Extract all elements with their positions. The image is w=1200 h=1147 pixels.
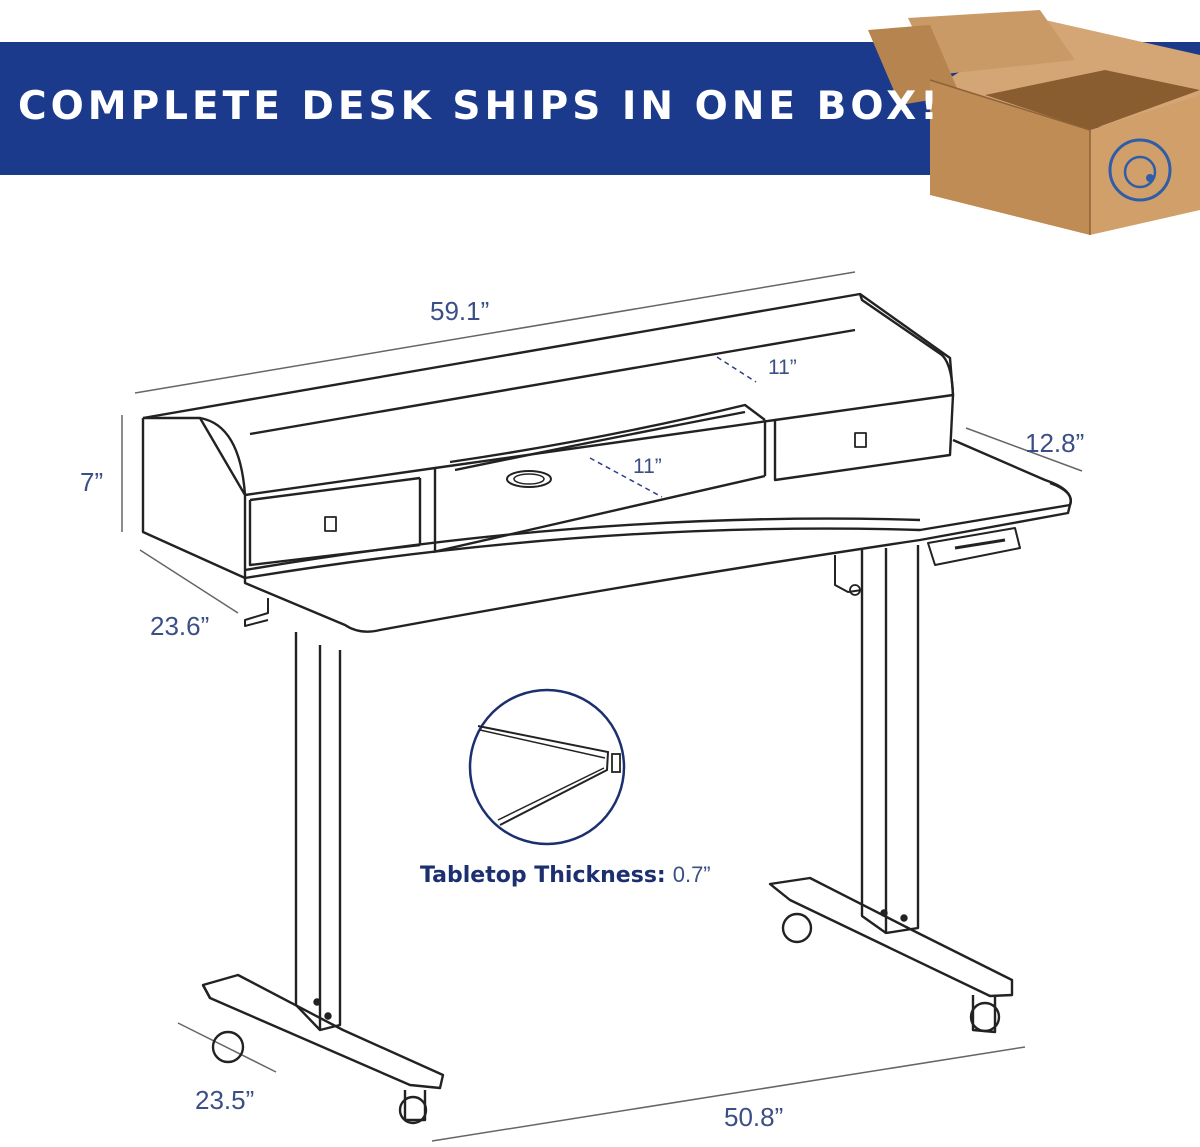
dim-shelf-depth-lower: 11” xyxy=(633,455,662,478)
headline-text: COMPLETE DESK SHIPS IN ONE BOX! xyxy=(18,84,942,129)
desk-outline xyxy=(141,292,1072,1125)
dim-riser-depth: 12.8” xyxy=(1025,428,1085,458)
dim-width-total: 59.1” xyxy=(430,296,490,326)
dim-base-width: 50.8” xyxy=(724,1102,784,1132)
thickness-key: Tabletop Thickness: xyxy=(420,863,666,888)
thickness-callout xyxy=(468,688,626,846)
dim-riser-height: 7” xyxy=(80,467,104,497)
tabletop-thickness-label: Tabletop Thickness: 0.7” xyxy=(420,862,711,888)
shipping-box-illustration xyxy=(868,10,1200,235)
dimension-lines xyxy=(121,271,1083,1142)
dim-base-depth: 23.5” xyxy=(195,1085,255,1115)
dim-shelf-depth-upper: 11” xyxy=(768,356,797,379)
dim-desk-depth: 23.6” xyxy=(150,611,210,641)
thickness-value: 0.7” xyxy=(672,862,711,887)
